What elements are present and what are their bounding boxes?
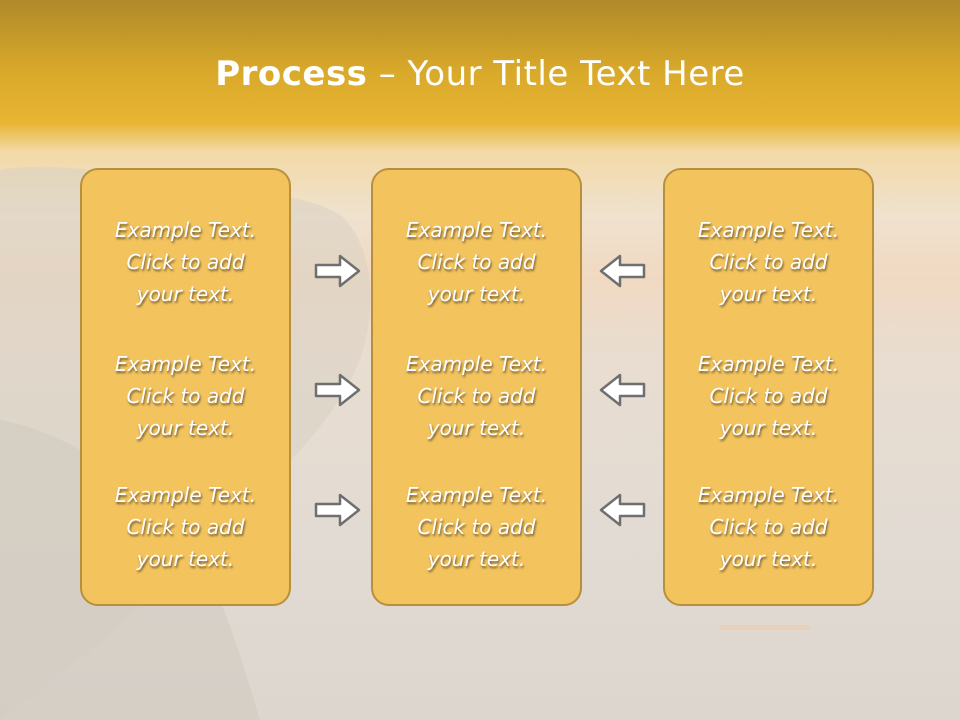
text-line: Click to add <box>126 384 245 408</box>
text-line: your text. <box>427 547 526 571</box>
text-item[interactable]: Example Text. Click to add your text. <box>373 214 580 310</box>
text-line: Click to add <box>709 515 828 539</box>
text-line: Example Text. <box>405 483 548 507</box>
arrow-right-icon[interactable] <box>314 492 362 528</box>
text-line: Click to add <box>126 515 245 539</box>
text-line: Click to add <box>417 384 536 408</box>
text-line: Example Text. <box>114 483 257 507</box>
title-rest: – Your Title Text Here <box>367 54 745 94</box>
text-line: Click to add <box>417 250 536 274</box>
process-box-left[interactable]: Example Text. Click to add your text. Ex… <box>80 168 291 606</box>
arrow-right-icon[interactable] <box>314 253 362 289</box>
text-line: your text. <box>719 416 818 440</box>
text-line: your text. <box>427 416 526 440</box>
text-line: Example Text. <box>697 352 840 376</box>
text-line: your text. <box>427 282 526 306</box>
text-item[interactable]: Example Text. Click to add your text. <box>82 348 289 444</box>
text-item[interactable]: Example Text. Click to add your text. <box>665 214 872 310</box>
arrow-right-icon[interactable] <box>314 372 362 408</box>
text-line: Example Text. <box>405 218 548 242</box>
text-item[interactable]: Example Text. Click to add your text. <box>82 214 289 310</box>
text-line: your text. <box>136 416 235 440</box>
text-line: Example Text. <box>697 218 840 242</box>
text-item[interactable]: Example Text. Click to add your text. <box>373 348 580 444</box>
text-line: your text. <box>136 547 235 571</box>
text-item[interactable]: Example Text. Click to add your text. <box>82 479 289 575</box>
process-box-center[interactable]: Example Text. Click to add your text. Ex… <box>371 168 582 606</box>
text-line: your text. <box>719 547 818 571</box>
text-line: Example Text. <box>114 352 257 376</box>
text-item[interactable]: Example Text. Click to add your text. <box>373 479 580 575</box>
slide-title[interactable]: Process – Your Title Text Here <box>0 54 960 94</box>
arrow-left-icon[interactable] <box>598 253 646 289</box>
text-item[interactable]: Example Text. Click to add your text. <box>665 348 872 444</box>
process-box-right[interactable]: Example Text. Click to add your text. Ex… <box>663 168 874 606</box>
text-line: your text. <box>719 282 818 306</box>
text-item[interactable]: Example Text. Click to add your text. <box>665 479 872 575</box>
text-line: Example Text. <box>405 352 548 376</box>
text-line: Click to add <box>709 250 828 274</box>
arrow-left-icon[interactable] <box>598 492 646 528</box>
title-bold: Process <box>215 54 368 94</box>
text-line: Click to add <box>126 250 245 274</box>
text-line: Example Text. <box>697 483 840 507</box>
arrow-left-icon[interactable] <box>598 372 646 408</box>
text-line: Click to add <box>417 515 536 539</box>
text-line: your text. <box>136 282 235 306</box>
text-line: Example Text. <box>114 218 257 242</box>
text-line: Click to add <box>709 384 828 408</box>
